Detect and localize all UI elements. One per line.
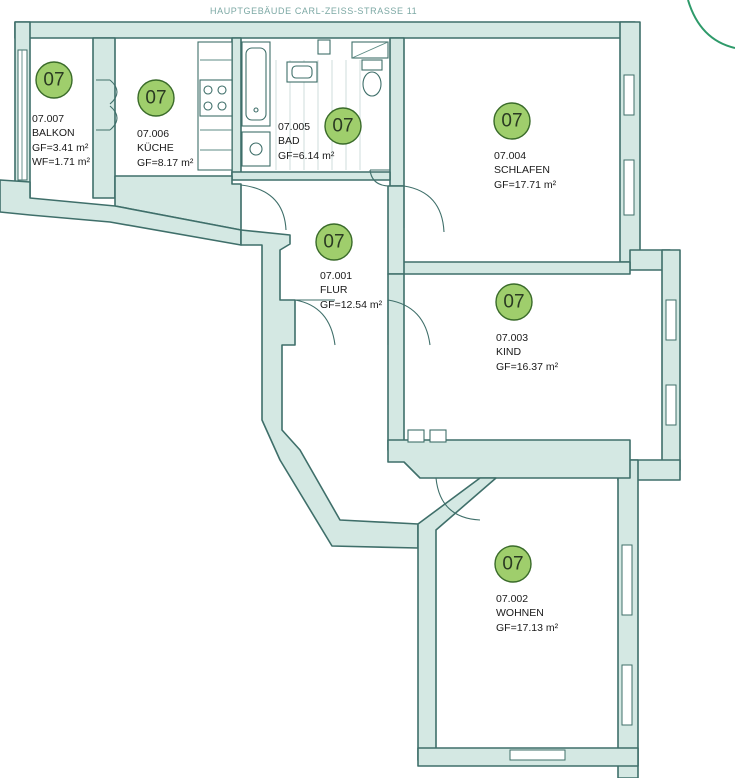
room-gf: GF=3.41 m² bbox=[32, 142, 89, 154]
room-gf: GF=16.37 m² bbox=[496, 361, 559, 373]
room-name: FLUR bbox=[320, 284, 348, 296]
room-name: BALKON bbox=[32, 127, 75, 139]
room-gf: GF=17.13 m² bbox=[496, 622, 559, 634]
room-flur: 07 07.001 FLUR GF=12.54 m² bbox=[315, 223, 383, 311]
room-gf: GF=8.17 m² bbox=[137, 157, 194, 169]
room-badge-label: 07 bbox=[501, 111, 522, 132]
room-badge bbox=[315, 223, 353, 261]
room-badge-label: 07 bbox=[502, 554, 523, 575]
room-badge bbox=[35, 61, 73, 99]
room-id: 07.003 bbox=[496, 332, 528, 344]
room-name: SCHLAFEN bbox=[494, 164, 550, 176]
room-kueche: 07 07.006 KÜCHE GF=8.17 m² bbox=[137, 79, 194, 169]
room-wohnen: 07 07.002 WOHNEN GF=17.13 m² bbox=[494, 545, 559, 634]
room-badge bbox=[494, 545, 532, 583]
room-gf: GF=12.54 m² bbox=[320, 299, 383, 311]
doors bbox=[96, 79, 481, 521]
room-id: 07.005 bbox=[278, 121, 310, 133]
room-gf: GF=6.14 m² bbox=[278, 150, 335, 162]
room-schlafen: 07 07.004 SCHLAFEN GF=17.71 m² bbox=[493, 102, 557, 191]
plan-header-text: HAUPTGEBÄUDE CARL-ZEISS-STRASSE 11 bbox=[210, 6, 418, 16]
windows bbox=[17, 49, 677, 761]
room-badge bbox=[137, 79, 175, 117]
room-id: 07.002 bbox=[496, 593, 528, 605]
room-wf: WF=1.71 m² bbox=[32, 156, 91, 168]
bath-fixtures bbox=[241, 39, 389, 170]
room-badge bbox=[493, 102, 531, 140]
room-balkon: 07 07.007 BALKON GF=3.41 m² WF=1.71 m² bbox=[32, 61, 91, 168]
room-badge-label: 07 bbox=[43, 70, 64, 91]
room-name: BAD bbox=[278, 135, 300, 147]
room-bad: 07 07.005 BAD GF=6.14 m² bbox=[278, 107, 362, 162]
room-kind: 07 07.003 KIND GF=16.37 m² bbox=[495, 283, 559, 373]
kind-shafts bbox=[407, 429, 447, 443]
corner-arc bbox=[687, 0, 735, 49]
room-id: 07.001 bbox=[320, 270, 352, 282]
room-badge bbox=[495, 283, 533, 321]
room-badge-label: 07 bbox=[145, 88, 166, 109]
room-gf: GF=17.71 m² bbox=[494, 179, 557, 191]
room-badge-label: 07 bbox=[323, 232, 344, 253]
room-name: KIND bbox=[496, 346, 522, 358]
room-id: 07.007 bbox=[32, 113, 64, 125]
room-name: KÜCHE bbox=[137, 142, 174, 154]
room-badge-label: 07 bbox=[332, 116, 353, 137]
room-badge bbox=[324, 107, 362, 145]
kitchen-fixtures bbox=[197, 41, 233, 171]
room-badge-label: 07 bbox=[503, 292, 524, 313]
room-name: WOHNEN bbox=[496, 607, 544, 619]
room-id: 07.004 bbox=[494, 150, 526, 162]
room-id: 07.006 bbox=[137, 128, 169, 140]
